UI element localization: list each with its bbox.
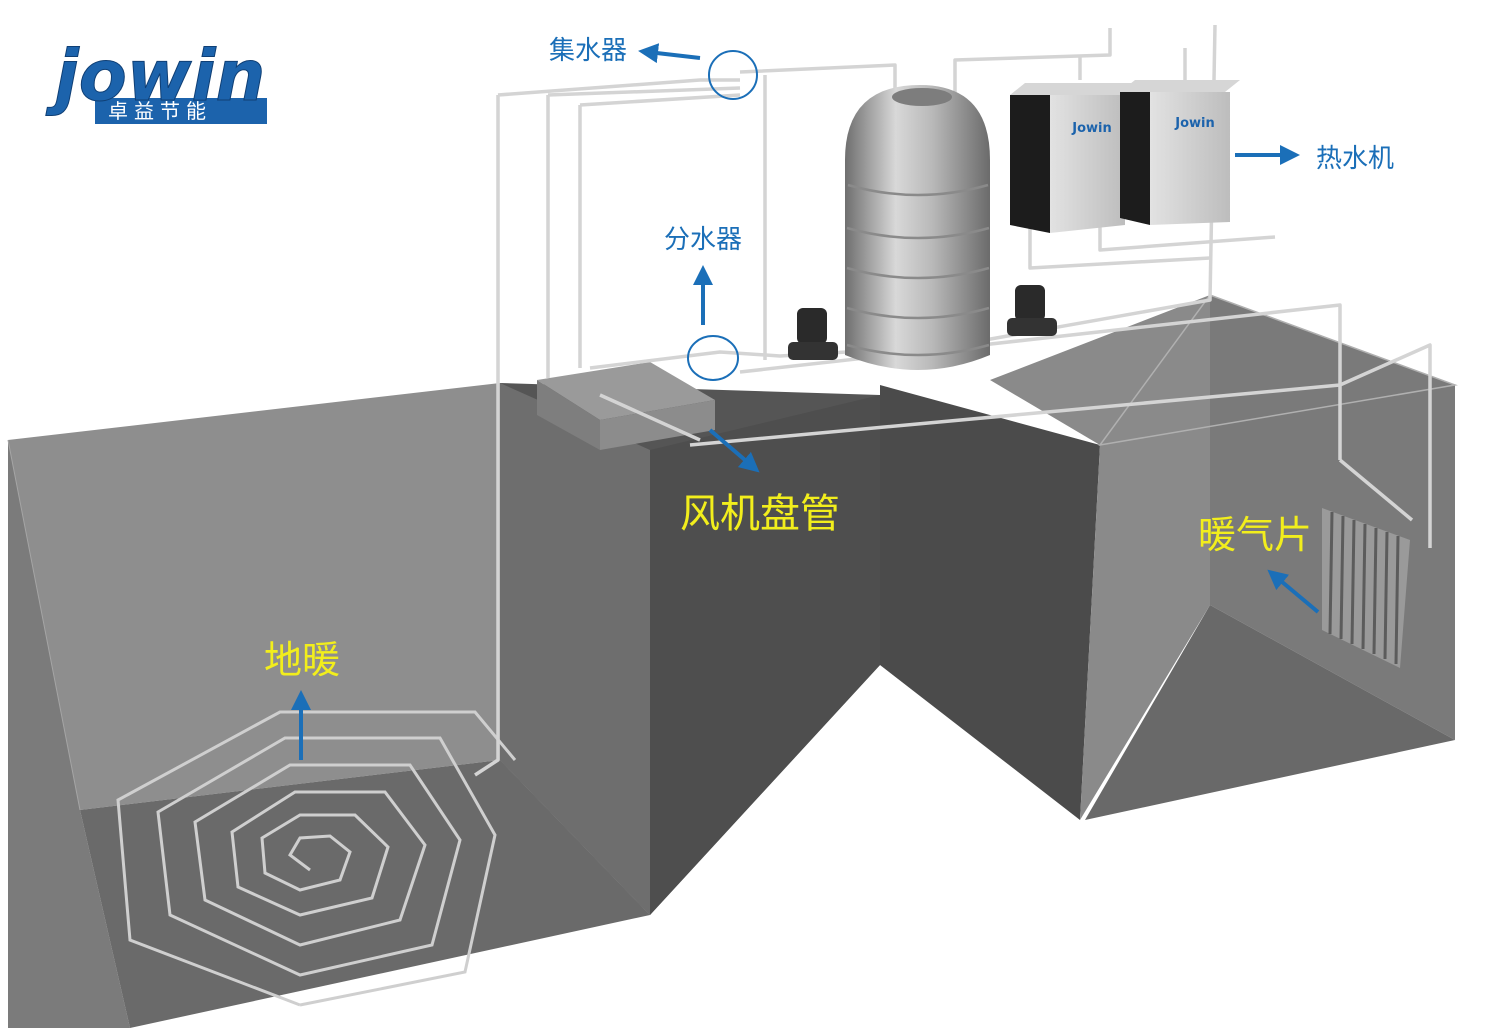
fan-coil-unit (537, 362, 715, 450)
jowin-logo: 卓益节能 jowin (45, 35, 267, 124)
circulation-pump-right (1007, 285, 1057, 336)
water-heater-right-badge: Jowin (1174, 116, 1215, 131)
collector-label: 集水器 (549, 36, 627, 66)
floor-heating-spiral (116, 710, 517, 1007)
fan-coil-arrow (708, 428, 760, 473)
distributor-label: 分水器 (664, 225, 742, 255)
room-floor-heating (7, 383, 650, 1028)
room-fan-coil (500, 383, 1100, 915)
logo-tagline-bar (95, 98, 267, 124)
distributor-highlight-circle (687, 335, 739, 381)
water-heater-label: 热水机 (1316, 144, 1394, 174)
radiator-arrow (1267, 569, 1320, 614)
water-heater-right (1120, 80, 1240, 225)
fan-coil-label: 风机盘管 (680, 491, 840, 537)
radiator (1322, 508, 1410, 668)
water-heater-left-badge: Jowin (1071, 121, 1112, 136)
water-heater-left (1010, 83, 1140, 233)
radiator-label: 暖气片 (1198, 513, 1312, 557)
collector-arrow (638, 43, 701, 64)
collector-highlight-circle (708, 50, 758, 100)
logo-tagline: 卓益节能 (108, 99, 212, 123)
pointer-arrows (291, 43, 1320, 760)
floor-heating-label: 地暖 (264, 638, 340, 682)
circulation-pump-left (788, 308, 838, 360)
logo-wordmark: jowin (46, 35, 266, 117)
storage-tank (845, 85, 990, 370)
